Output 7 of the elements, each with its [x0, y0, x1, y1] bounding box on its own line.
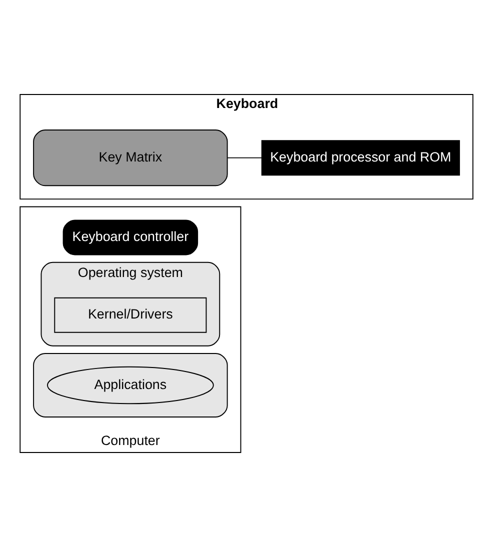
node-box: Kernel/Drivers [54, 297, 207, 333]
node-box: Keyboard processor and ROM [261, 140, 460, 176]
connector [227, 157, 262, 158]
cluster [33, 353, 228, 418]
node-box: Key Matrix [33, 130, 228, 186]
node-ellipse: Applications [46, 366, 214, 404]
node-box: Keyboard controller [62, 220, 198, 256]
